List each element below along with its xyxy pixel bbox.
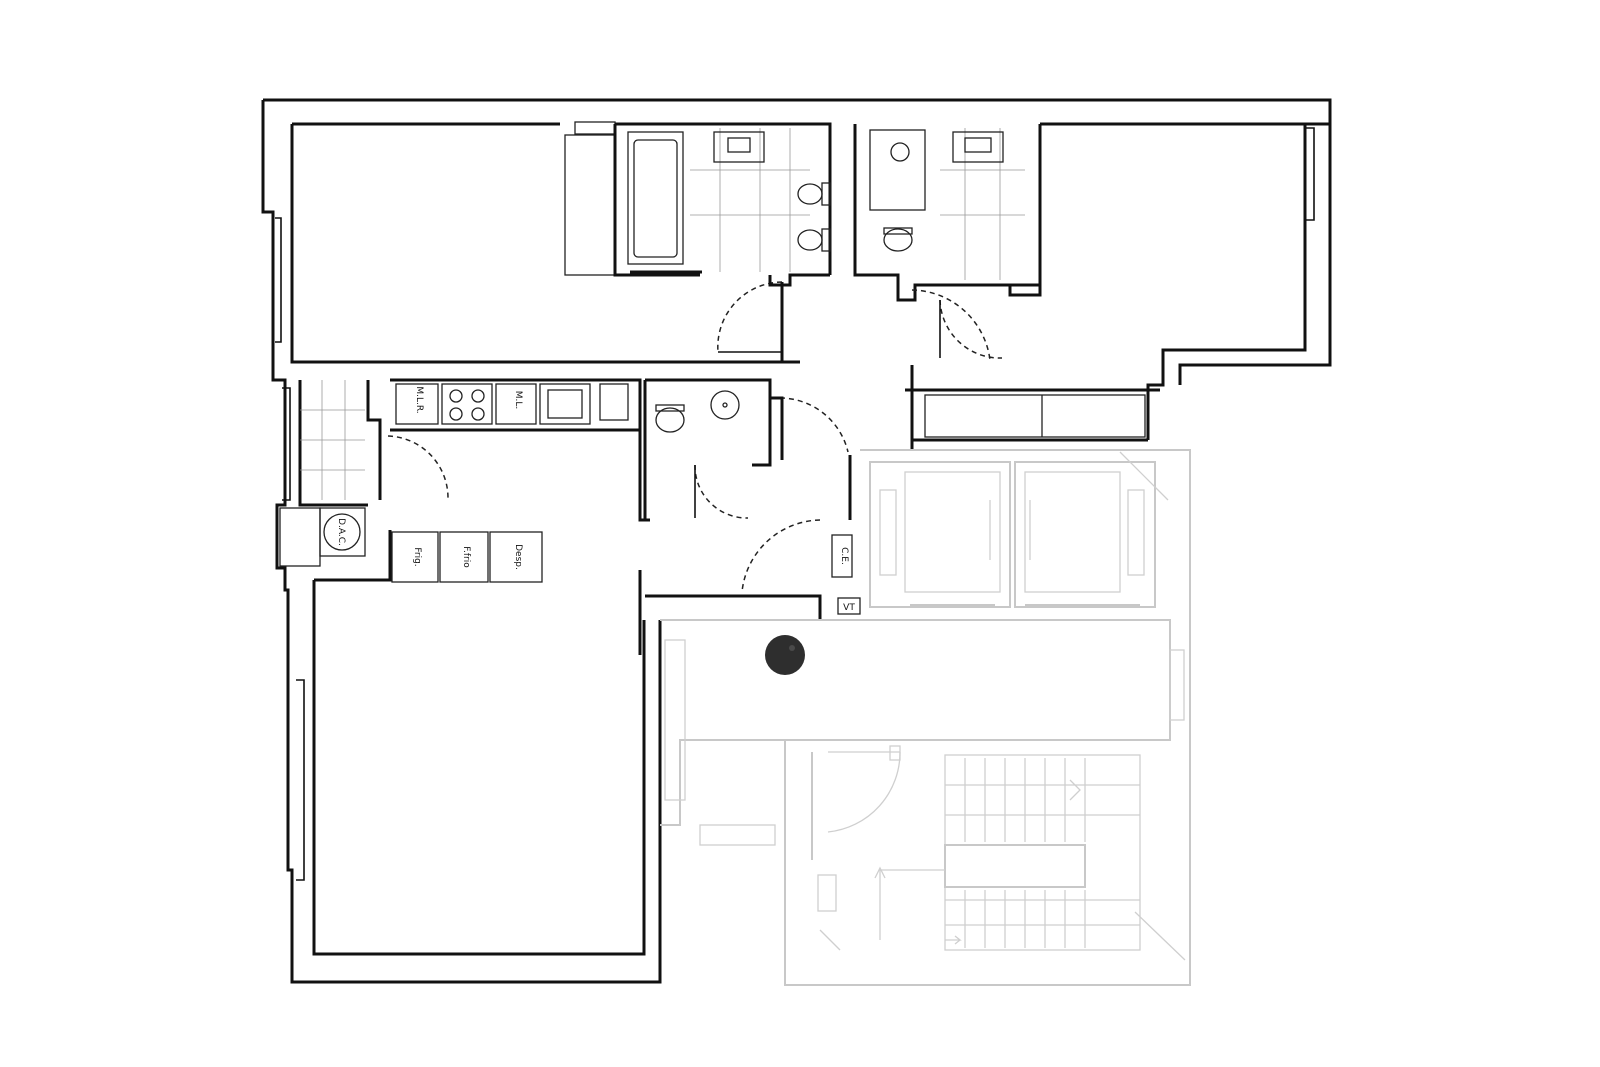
- appliance-label-right: M.L.: [513, 391, 523, 410]
- video-intercom-label: VT: [843, 603, 855, 613]
- wc-door: [694, 464, 749, 519]
- wc-basin: [710, 390, 740, 420]
- boiler-symbol: [323, 513, 361, 551]
- bedroom-2-door: [911, 289, 991, 361]
- freezer: [439, 531, 489, 583]
- entrance-door: [741, 519, 821, 593]
- bathroom-2: [853, 124, 1042, 359]
- camera-viewpoint-marker: [765, 635, 805, 675]
- bathroom-2-door: [939, 299, 1003, 359]
- wardrobe-2: [924, 394, 1146, 438]
- toilet-1: [797, 183, 823, 205]
- bathroom-1: [613, 122, 832, 287]
- bidet-1: [797, 229, 823, 251]
- elevator-right: [1014, 461, 1156, 608]
- hall-door: [779, 397, 849, 453]
- bedroom-1: [292, 121, 800, 364]
- toilet-2: [883, 228, 913, 252]
- shower-tray: [869, 129, 926, 211]
- electrical-panel-label: C.E.: [839, 547, 849, 565]
- elevator-left: [869, 461, 1011, 608]
- wc-toilet: [655, 407, 685, 433]
- staircase: [817, 754, 1186, 961]
- electrical-panel: [831, 534, 853, 578]
- pantry: [489, 531, 543, 583]
- sink-2: [952, 131, 1004, 163]
- bedroom-1-door: [717, 281, 783, 353]
- video-intercom: [837, 597, 861, 615]
- kitchen-sink: [539, 383, 591, 425]
- pantry-label: Desp.: [513, 544, 523, 570]
- cooktop: [441, 383, 493, 425]
- boiler-label: D.A.C.: [336, 518, 346, 546]
- kitchen-door: [387, 435, 449, 499]
- fridge: [391, 531, 439, 583]
- common-area: [660, 449, 1191, 986]
- elevators: [869, 451, 1169, 608]
- exterior-walls: [261, 98, 1332, 984]
- bedroom-2: [905, 285, 1160, 450]
- wardrobe-1: [564, 134, 616, 276]
- bathtub-1: [627, 131, 684, 265]
- wc-hall: C.E. VT: [638, 378, 861, 655]
- stair-door: [827, 751, 901, 833]
- sink-1: [713, 131, 765, 163]
- kitchen: M.L.R. M.L. D.A.C. Frig. F.frio Desp.: [279, 378, 650, 583]
- freezer-label: F.frio: [461, 546, 471, 568]
- appliance-label-left: M.L.R.: [414, 386, 424, 413]
- fridge-label: Frig.: [412, 547, 422, 566]
